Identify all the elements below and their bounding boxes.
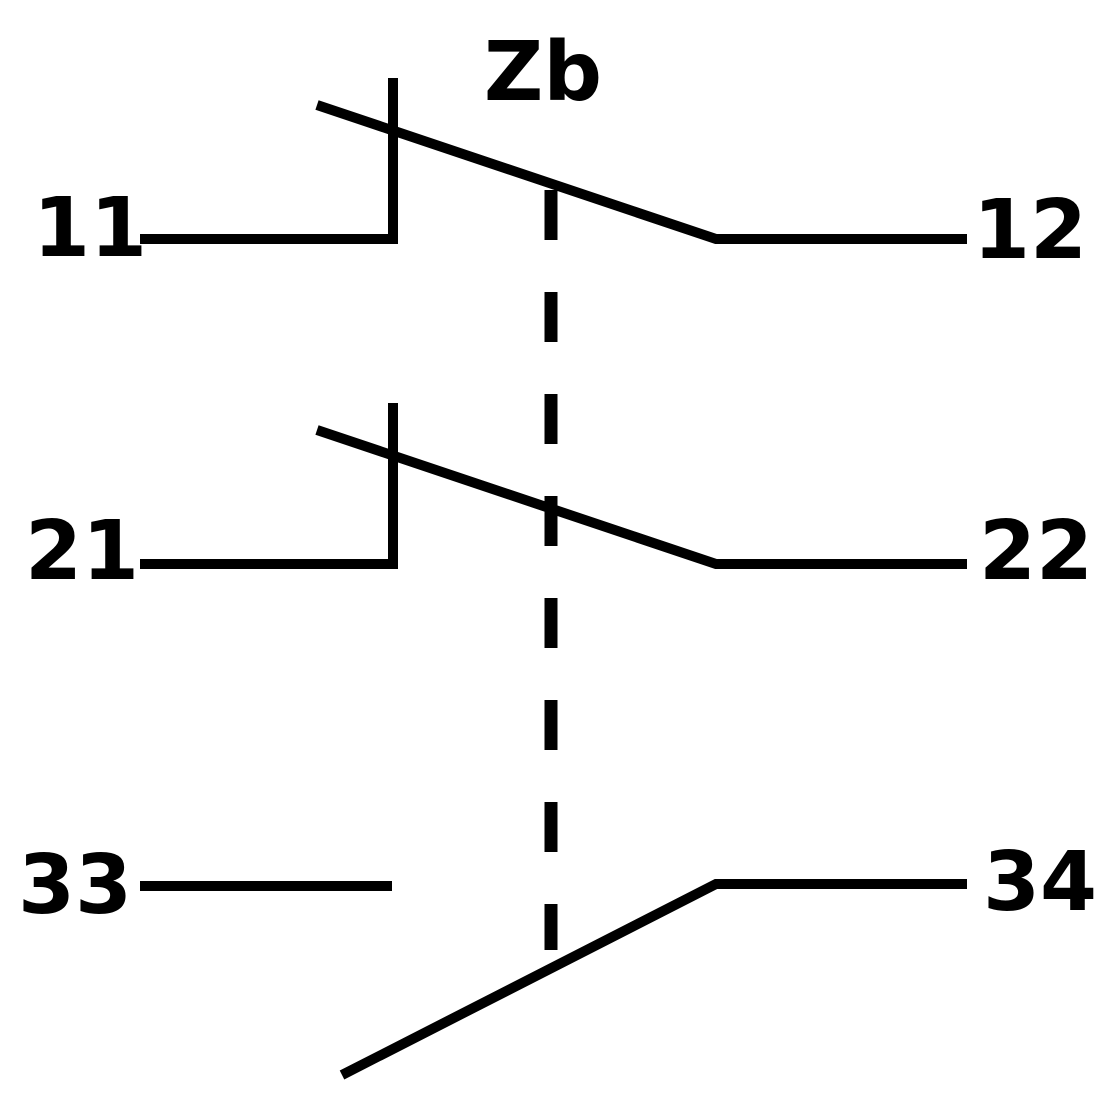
terminal-33: 33: [18, 838, 132, 933]
contact-3-blade: [339, 879, 967, 1080]
contact-2-nc: 21 22: [25, 403, 1093, 599]
contact-3-no: 33 34: [18, 835, 1097, 1080]
terminal-34: 34: [983, 835, 1097, 930]
diagram-title: Zb: [484, 25, 602, 120]
contact-1-nc: 11 12: [33, 78, 1087, 278]
terminal-12: 12: [973, 183, 1087, 278]
terminal-22: 22: [979, 504, 1093, 599]
contact-1-blade: [315, 100, 967, 244]
contact-1-left-wire: [140, 78, 398, 244]
contact-2-left-wire: [140, 403, 398, 569]
contact-2-blade: [315, 425, 967, 569]
terminal-11: 11: [33, 181, 147, 276]
terminal-21: 21: [25, 504, 139, 599]
